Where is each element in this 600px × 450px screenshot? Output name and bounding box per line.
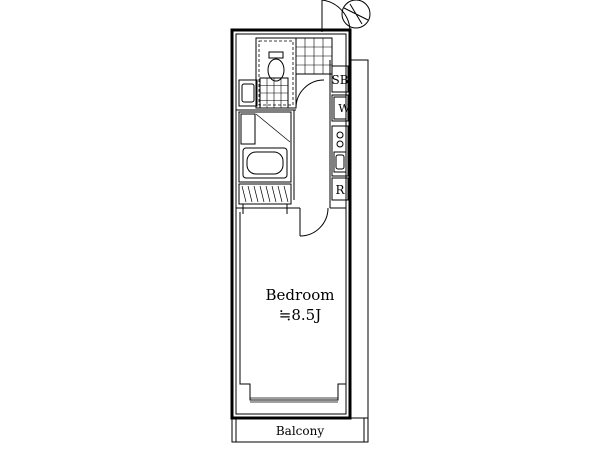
shoe-box-label: SB (331, 73, 348, 87)
bedroom: Bedroom ≒8.5J (239, 212, 346, 403)
shoe-box: SB (331, 65, 349, 93)
partition-walls (236, 60, 346, 209)
bedroom-name: Bedroom (266, 286, 335, 304)
balcony: Balcony (231, 417, 369, 443)
washer: W (331, 94, 350, 122)
bedroom-size: ≒8.5J (279, 306, 321, 324)
balcony-label: Balcony (276, 424, 324, 438)
bathroom (238, 111, 292, 183)
bedroom-door (299, 207, 329, 237)
kitchen (331, 125, 349, 177)
washbasin (238, 79, 258, 107)
refrigerator-label: R (335, 183, 345, 197)
tiled-floor (259, 37, 333, 109)
washer-label: W (338, 102, 350, 115)
refrigerator: R (331, 177, 349, 201)
closet (238, 183, 292, 214)
service-strip (349, 59, 369, 419)
entrance-door (321, 0, 371, 33)
